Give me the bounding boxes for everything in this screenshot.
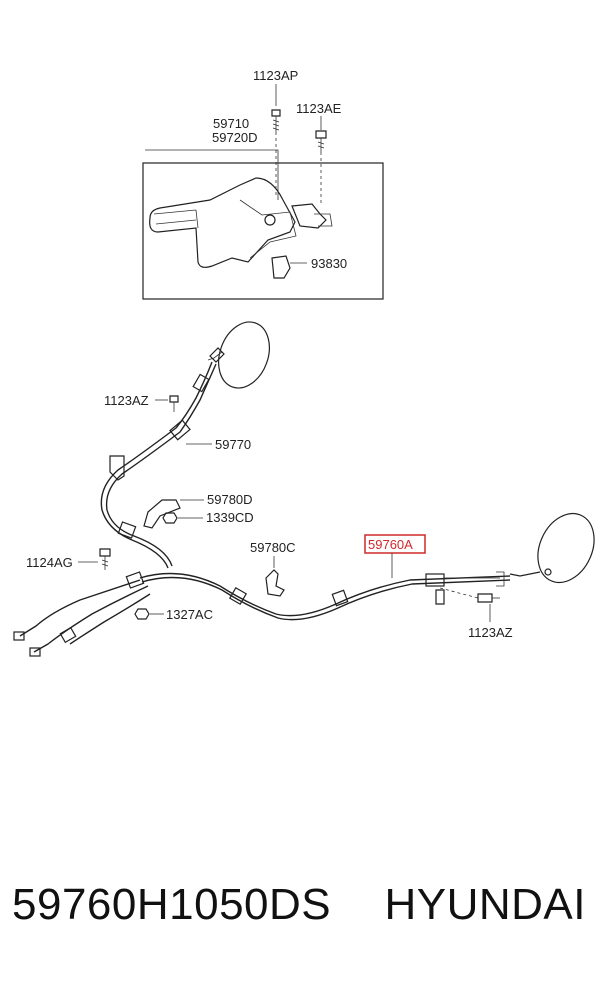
cable-59760a <box>139 571 541 621</box>
lever-grip <box>153 209 199 229</box>
cable-end-left-1 <box>13 631 25 641</box>
cable-end-left-2 <box>29 647 41 657</box>
label-1124ag: 1124AG <box>26 555 73 570</box>
label-59720d: 59720D <box>212 130 258 145</box>
label-59770: 59770 <box>215 437 251 452</box>
bolt-1123az-lower-icon <box>435 587 500 605</box>
lever-pivot <box>264 214 276 226</box>
label-59710: 59710 <box>213 116 249 131</box>
cable-end-left-3 <box>59 626 77 644</box>
label-1123az-lower: 1123AZ <box>468 625 513 640</box>
label-59760a-highlight-box <box>364 534 426 554</box>
nut-1339cd-icon <box>162 512 178 524</box>
part-number: 59760H1050DS <box>12 880 332 929</box>
brake-disc-upper <box>207 321 270 389</box>
cable-bracket-59770 <box>109 455 125 481</box>
label-1123az-upper: 1123AZ <box>104 393 149 408</box>
lever-assembly-box <box>142 162 384 300</box>
bolt-1123ae-icon <box>315 130 327 204</box>
label-1123ae: 1123AE <box>296 101 342 116</box>
bracket-59780c-icon <box>265 569 285 597</box>
clip-93830-icon <box>271 255 307 279</box>
disc-attachment-upper <box>209 347 225 363</box>
footer: 59760H1050DS HYUNDAI <box>0 880 600 950</box>
cable-fitting-top <box>169 373 210 441</box>
label-93830: 93830 <box>311 256 347 271</box>
cable-59770 <box>100 361 217 569</box>
label-1123ap: 1123AP <box>253 68 298 83</box>
brake-disc-right <box>537 512 595 584</box>
brake-switch <box>291 203 327 229</box>
bolt-1123az-upper-icon <box>169 395 179 412</box>
cable-clip-left <box>228 586 248 606</box>
bracket-59780d-icon <box>143 499 181 529</box>
label-59760a[interactable]: 59760A <box>368 537 413 552</box>
cable-fitting-mid <box>117 521 137 539</box>
switch-connector <box>314 213 333 227</box>
bolt-1123ap-icon <box>271 109 281 196</box>
cable-clip-right <box>331 589 349 607</box>
label-59780c: 59780C <box>250 540 296 555</box>
lower-left-cables <box>13 571 151 657</box>
label-59780d: 59780D <box>207 492 253 507</box>
lever-bracket <box>239 199 297 259</box>
label-1327ac: 1327AC <box>166 607 213 622</box>
nut-1327ac-icon <box>134 608 150 620</box>
parking-brake-cable-diagram: 1123AP 1123AE 59710 59720D 93830 1123AZ <box>13 68 595 657</box>
brand-name: HYUNDAI <box>384 880 586 929</box>
parking-brake-lever <box>149 177 296 268</box>
lever-assembly-group: 1123AP 1123AE 59710 59720D 93830 <box>142 68 384 300</box>
bolt-1124ag-icon <box>99 548 111 570</box>
cable-clip-lower-left <box>125 571 145 589</box>
label-1339cd: 1339CD <box>206 510 254 525</box>
cable-end-fitting <box>425 571 541 587</box>
lever-assembly-leader <box>145 149 279 200</box>
